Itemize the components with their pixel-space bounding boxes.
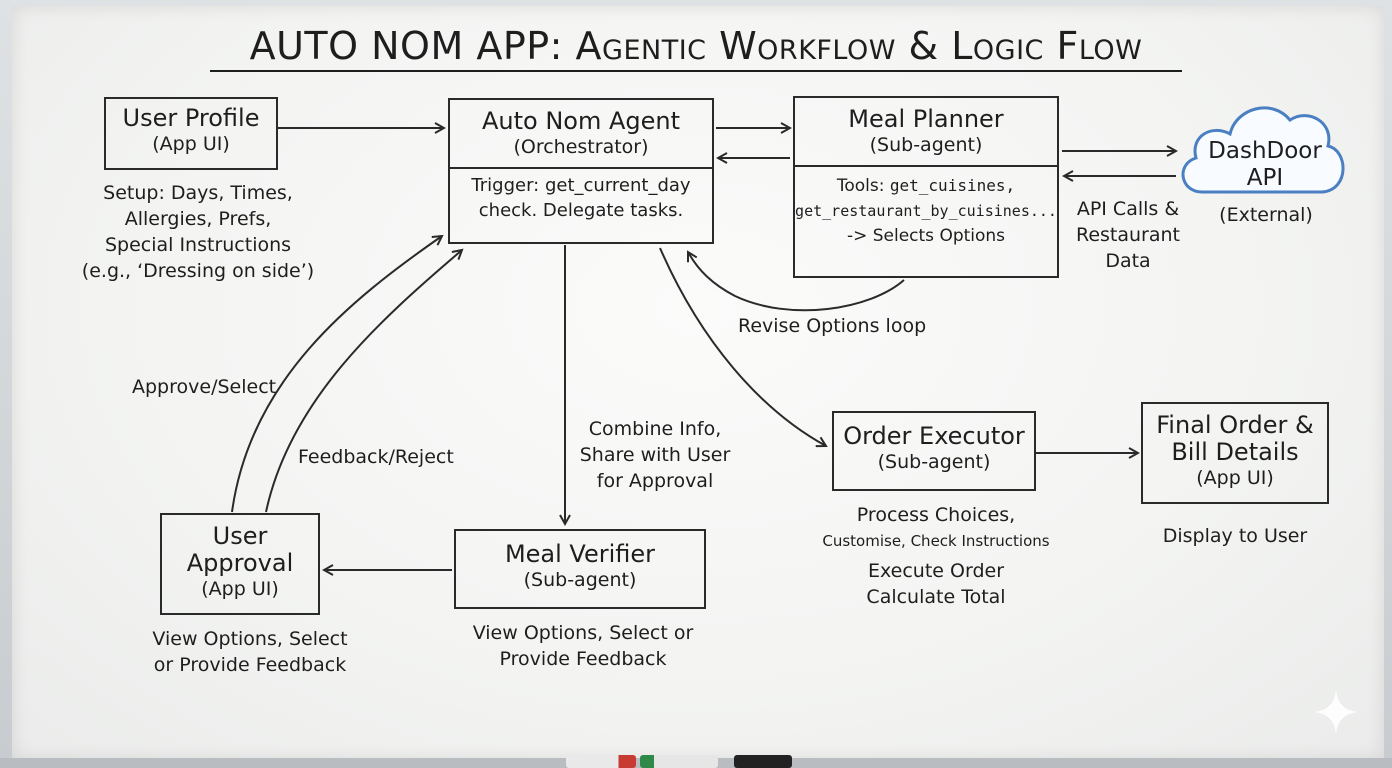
user-profile-sub: (App UI) <box>152 133 230 155</box>
final-order-title-2: Bill Details <box>1171 438 1299 466</box>
dashdoor-sub: (External) <box>1219 204 1313 226</box>
final-order-title-1: Final Order & <box>1156 411 1314 439</box>
dashdoor-cloud-icon <box>1181 106 1345 194</box>
combine-line: Combine Info, <box>588 418 722 440</box>
api-note-line: API Calls & <box>1076 198 1180 220</box>
tool-get-cuisines: get_cuisines, <box>889 176 1016 195</box>
agent-detail-line: check. Delegate tasks. <box>478 200 684 221</box>
meal-planner-tools: Tools: get_cuisines, get_restaurant_by_c… <box>795 165 1057 249</box>
api-note-line: Data <box>1105 250 1151 272</box>
dashdoor-line-2: API <box>1246 165 1284 191</box>
executor-note-line: Customise, Check Instructions <box>822 532 1050 550</box>
tools-line-1: Tools: get_cuisines, <box>795 173 1057 199</box>
dashdoor-name: DashDoor API <box>1190 138 1340 192</box>
final-order-box: Final Order & Bill Details (App UI) <box>1141 402 1329 504</box>
feedback-reject-label: Feedback/Reject <box>298 446 454 468</box>
page-title: AUTO NOM APP: Agentic Workflow & Logic F… <box>249 24 1143 68</box>
final-order-sub: (App UI) <box>1196 467 1274 489</box>
profile-note-line: Setup: Days, Times, <box>103 182 293 204</box>
order-executor-title: Order Executor <box>843 422 1025 450</box>
profile-note-line: Special Instructions <box>104 234 292 256</box>
meal-verifier-title: Meal Verifier <box>504 540 656 568</box>
executor-note-line: Process Choices, <box>856 504 1016 526</box>
revise-options-label: Revise Options loop <box>738 315 927 337</box>
user-profile-notes: Setup: Days, Times, Allergies, Prefs, Sp… <box>60 180 336 284</box>
agent-details: Trigger: get_current_day check. Delegate… <box>450 167 712 223</box>
order-executor-notes: Process Choices, Customise, Check Instru… <box>800 502 1072 610</box>
selects-options: -> Selects Options <box>846 226 1006 246</box>
api-calls-note: API Calls & Restaurant Data <box>1066 196 1190 274</box>
red-marker <box>566 755 636 768</box>
user-approval-sub: (App UI) <box>201 578 279 600</box>
display-to-user-note: Display to User <box>1162 525 1308 547</box>
meal-planner-title: Meal Planner <box>848 105 1004 133</box>
agent-detail-line: Trigger: get_current_day <box>471 175 691 196</box>
eraser <box>734 755 792 768</box>
dashdoor-line-1: DashDoor <box>1208 138 1322 164</box>
profile-note-line: Allergies, Prefs, <box>124 208 272 230</box>
combine-line: Share with User <box>579 444 731 466</box>
tools-prefix: Tools: <box>836 176 890 196</box>
user-approval-box: User Approval (App UI) <box>160 513 320 615</box>
approve-select-label: Approve/Select <box>132 376 277 398</box>
profile-note-line: (e.g., ‘Dressing on side’) <box>81 260 315 282</box>
user-profile-box: User Profile (App UI) <box>104 97 278 170</box>
green-marker <box>640 755 718 768</box>
auto-nom-agent-box: Auto Nom Agent (Orchestrator) Trigger: g… <box>448 98 714 244</box>
meal-planner-box: Meal Planner (Sub-agent) Tools: get_cuis… <box>793 96 1059 278</box>
approval-note-line: or Provide Feedback <box>153 654 347 676</box>
meal-verifier-box: Meal Verifier (Sub-agent) <box>454 529 706 609</box>
meal-verifier-sub: (Sub-agent) <box>523 569 637 591</box>
title-underline <box>210 70 1182 72</box>
executor-note-line: Calculate Total <box>866 586 1006 608</box>
approval-note-line: View Options, Select <box>152 628 348 650</box>
agent-sub: (Orchestrator) <box>513 136 649 158</box>
user-profile-title: User Profile <box>122 104 260 132</box>
combine-info-note: Combine Info, Share with User for Approv… <box>570 416 740 494</box>
api-note-line: Restaurant <box>1075 224 1181 246</box>
meal-verifier-notes: View Options, Select or Provide Feedback <box>446 620 720 672</box>
order-executor-sub: (Sub-agent) <box>877 451 991 473</box>
executor-note-line: Execute Order <box>867 560 1004 582</box>
order-executor-box: Order Executor (Sub-agent) <box>832 411 1036 491</box>
sparkle-icon <box>1314 690 1358 734</box>
meal-planner-sub: (Sub-agent) <box>869 134 983 156</box>
user-approval-notes: View Options, Select or Provide Feedback <box>120 626 380 678</box>
user-approval-title-2: Approval <box>186 549 294 577</box>
tool-get-restaurant: get_restaurant_by_cuisines... <box>795 202 1057 220</box>
verifier-note-line: Provide Feedback <box>499 648 667 670</box>
combine-line: for Approval <box>596 470 714 492</box>
agent-title: Auto Nom Agent <box>481 107 681 135</box>
verifier-note-line: View Options, Select or <box>472 622 694 644</box>
user-approval-title-1: User <box>212 522 268 550</box>
